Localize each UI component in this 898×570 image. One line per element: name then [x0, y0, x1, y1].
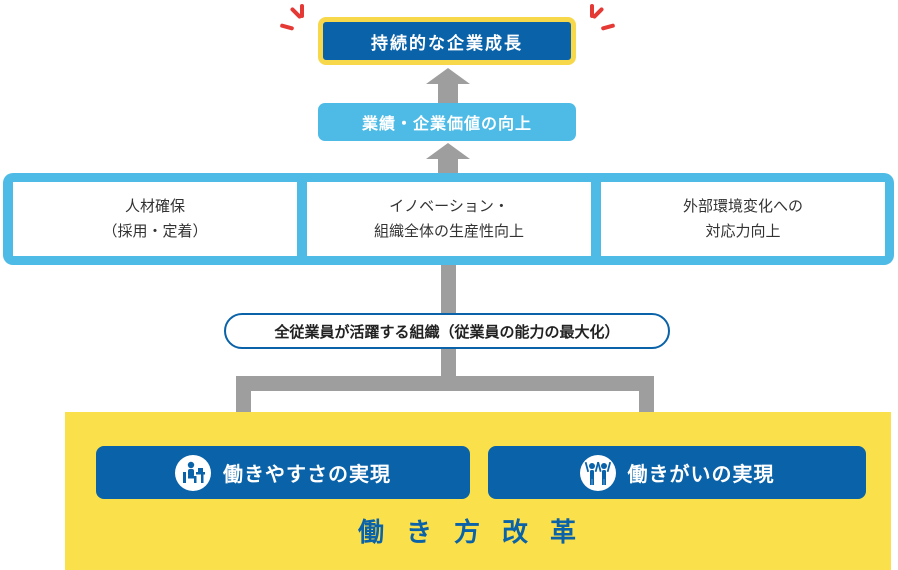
value-box: 業績・企業価値の向上 — [318, 103, 576, 141]
arrow-up-2 — [426, 143, 470, 175]
goal-box: 持続的な企業成長 — [318, 17, 576, 65]
connector-fork-bar — [236, 376, 654, 391]
arrow-up-1 — [426, 68, 470, 104]
org-box: 全従業員が活躍する組織（従業員の能力の最大化） — [224, 313, 670, 349]
connector-org-fork — [441, 349, 456, 382]
desk-worker-icon — [175, 454, 211, 491]
ease-of-work-box: 働きやすさの実現 — [96, 446, 470, 499]
cheering-people-icon — [579, 454, 616, 491]
rewarding-work-label: 働きがいの実現 — [627, 462, 775, 486]
panel-talent-label: 人材確保 （採用・定着） — [102, 197, 208, 240]
org-label: 全従業員が活躍する組織（従業員の能力の最大化） — [274, 322, 620, 341]
reform-title: 働き方改革 — [65, 505, 891, 555]
rewarding-work-box: 働きがいの実現 — [488, 446, 866, 499]
goal-label: 持続的な企業成長 — [371, 33, 523, 54]
value-label: 業績・企業価値の向上 — [361, 114, 532, 133]
ease-of-work-label: 働きやすさの実現 — [223, 462, 391, 486]
outcomes-band: 人材確保 （採用・定着） イノベーション・ 組織全体の生産性向上 外部環境変化へ… — [3, 173, 894, 265]
panel-innovation-label: イノベーション・ 組織全体の生産性向上 — [373, 197, 524, 240]
reform-title-label: 働き方改革 — [357, 517, 598, 548]
panel-talent: 人材確保 （採用・定着） — [13, 182, 297, 256]
panel-adaptability-label: 外部環境変化への 対応力向上 — [682, 197, 803, 240]
connector-band-org — [441, 265, 456, 313]
panel-innovation: イノベーション・ 組織全体の生産性向上 — [307, 182, 591, 256]
panel-adaptability: 外部環境変化への 対応力向上 — [601, 182, 885, 256]
